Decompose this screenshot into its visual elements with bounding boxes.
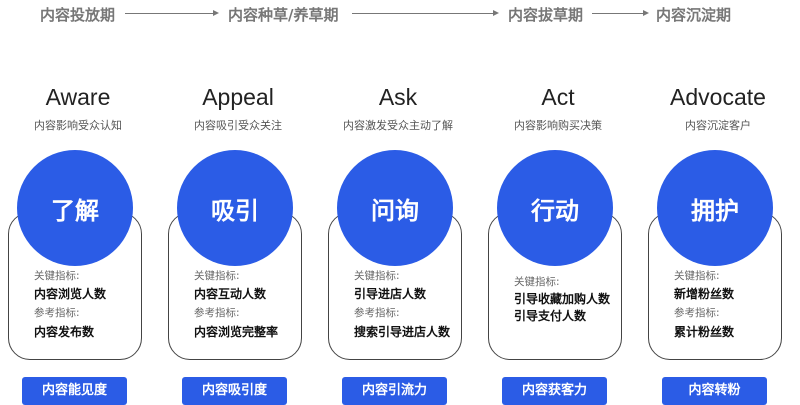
stage-subtitle: 内容吸引受众关注 (194, 119, 282, 132)
stage-appeal: Appeal 内容吸引受众关注 吸引 关键指标: 内容互动人数参考指标: 内容浏览… (168, 0, 308, 405)
phase-label: 内容种草/养草期 (228, 6, 339, 24)
ref-metric-label: 参考指标: (194, 307, 240, 319)
stage-advocate: Advocate 内容沉淀客户 拥护 关键指标: 新增粉丝数参考指标: 累计粉丝数… (648, 0, 788, 405)
phase-label: 内容投放期 (40, 6, 116, 24)
key-metric-label: 关键指标: (514, 276, 560, 288)
stage-circle: 拥护 (657, 150, 773, 266)
stage-act: Act 内容影响购买决策 行动 关键指标: 引导收藏加购人数引导支付人数内容获客力 (488, 0, 628, 405)
stage-title: Appeal (202, 84, 274, 110)
key-metric: 内容互动人数 (194, 287, 267, 301)
stage-aware: Aware 内容影响受众认知 了解 关键指标: 内容浏览人数参考指标: 内容发布数… (8, 0, 148, 405)
stage-title: Act (541, 84, 575, 110)
key-metric-label: 关键指标: (34, 270, 80, 282)
stage-circle: 吸引 (177, 150, 293, 266)
key-metric: 引导支付人数 (514, 309, 587, 323)
stage-title: Aware (45, 84, 111, 110)
key-metric: 内容浏览人数 (34, 287, 107, 301)
stage-subtitle: 内容影响受众认知 (34, 119, 122, 132)
stage-subtitle: 内容沉淀客户 (685, 119, 751, 132)
stage-title: Ask (378, 84, 418, 110)
arrow-icon (125, 10, 219, 16)
capability-button[interactable]: 内容引流力 (342, 377, 447, 405)
capability-button[interactable]: 内容转粉 (662, 377, 767, 405)
key-metric: 引导收藏加购人数 (514, 292, 611, 306)
capability-button[interactable]: 内容获客力 (502, 377, 607, 405)
stage-subtitle: 内容影响购买决策 (514, 119, 602, 132)
ref-metric: 搜索引导进店人数 (354, 325, 451, 339)
phase-label: 内容拔草期 (508, 6, 584, 24)
capability-button[interactable]: 内容能见度 (22, 377, 127, 405)
ref-metric: 内容发布数 (34, 325, 95, 339)
stage-title: Advocate (670, 84, 766, 110)
stage-circle: 行动 (497, 150, 613, 266)
key-metric-label: 关键指标: (194, 270, 240, 282)
arrow-icon (352, 10, 499, 16)
ref-metric-label: 参考指标: (674, 307, 720, 319)
ref-metric-label: 参考指标: (354, 307, 400, 319)
key-metric-label: 关键指标: (674, 270, 720, 282)
ref-metric-label: 参考指标: (34, 307, 80, 319)
stage-circle: 了解 (17, 150, 133, 266)
key-metric: 引导进店人数 (354, 287, 427, 301)
stage-circle: 问询 (337, 150, 453, 266)
stage-subtitle: 内容激发受众主动了解 (343, 119, 453, 132)
phase-label: 内容沉淀期 (656, 6, 732, 24)
capability-button[interactable]: 内容吸引度 (182, 377, 287, 405)
key-metric: 新增粉丝数 (674, 287, 735, 301)
ref-metric: 累计粉丝数 (674, 325, 735, 339)
stage-ask: Ask 内容激发受众主动了解 问询 关键指标: 引导进店人数参考指标: 搜索引导进… (328, 0, 468, 405)
ref-metric: 内容浏览完整率 (194, 325, 279, 339)
arrow-icon (592, 10, 649, 16)
key-metric-label: 关键指标: (354, 270, 400, 282)
